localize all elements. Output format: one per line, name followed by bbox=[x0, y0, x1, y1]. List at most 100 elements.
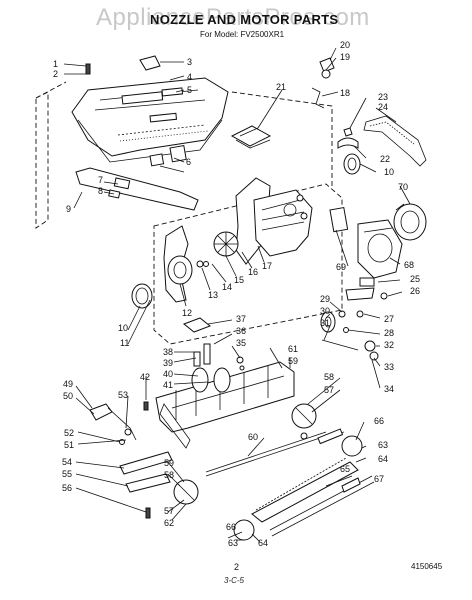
callout-67: 67 bbox=[374, 474, 384, 484]
callout-57b: 57 bbox=[164, 506, 174, 516]
brushroll-end-parts bbox=[317, 428, 361, 493]
handwritten-note: 3-C-5 bbox=[224, 576, 245, 585]
callout-61: 61 bbox=[288, 344, 298, 354]
base-assembly bbox=[155, 361, 295, 449]
callout-40: 40 bbox=[163, 369, 173, 379]
callout-12: 12 bbox=[182, 308, 192, 318]
callout-17: 17 bbox=[262, 261, 272, 271]
axle-60 bbox=[205, 431, 327, 477]
motor-small-parts bbox=[196, 206, 349, 268]
switch-parts-18-20 bbox=[311, 57, 335, 109]
callout-20: 20 bbox=[340, 40, 350, 50]
belt-ring-10 bbox=[131, 283, 153, 309]
callout-60: 60 bbox=[248, 432, 258, 442]
callout-32: 32 bbox=[384, 340, 394, 350]
hood-window-parts bbox=[149, 144, 187, 167]
brushroll-drive-parts bbox=[320, 310, 379, 361]
rear-housing-68 bbox=[357, 219, 403, 279]
fan-blade bbox=[213, 231, 239, 257]
callout-52: 52 bbox=[64, 428, 74, 438]
callout-38: 38 bbox=[163, 347, 173, 357]
callout-18: 18 bbox=[340, 88, 350, 98]
callout-34: 34 bbox=[384, 384, 394, 394]
height-adjust-parts bbox=[345, 277, 388, 301]
callout-53: 53 bbox=[118, 390, 128, 400]
motor-housing-outline bbox=[153, 183, 343, 345]
callout-30: 30 bbox=[320, 306, 330, 316]
callout-35: 35 bbox=[236, 338, 246, 348]
callout-64a: 64 bbox=[378, 454, 388, 464]
callout-66a: 66 bbox=[374, 416, 384, 426]
nozzle-hood-assembly bbox=[71, 55, 229, 163]
callout-13: 13 bbox=[208, 290, 218, 300]
callout-51: 51 bbox=[64, 440, 74, 450]
callout-50: 50 bbox=[63, 391, 73, 401]
callout-59a: 59 bbox=[164, 458, 174, 468]
callout-59b: 59 bbox=[288, 356, 298, 366]
filter-21 bbox=[230, 125, 272, 149]
callout-31: 31 bbox=[320, 318, 330, 328]
callout-28: 28 bbox=[384, 328, 394, 338]
callout-36: 36 bbox=[236, 326, 246, 336]
handle-lock-parts-37-41 bbox=[183, 317, 245, 393]
callout-57a: 57 bbox=[324, 385, 334, 395]
callout-10a: 10 bbox=[384, 167, 394, 177]
leader-lines bbox=[63, 47, 411, 543]
callout-4: 4 bbox=[187, 72, 192, 82]
callout-9: 9 bbox=[66, 204, 71, 214]
callout-33: 33 bbox=[384, 362, 394, 372]
page-title: NOZZLE AND MOTOR PARTS bbox=[150, 12, 339, 27]
callout-63b: 63 bbox=[228, 538, 238, 548]
callout-66b: 66 bbox=[226, 522, 236, 532]
bumper-strip bbox=[75, 167, 199, 211]
callout-16: 16 bbox=[248, 267, 258, 277]
watermark: AppliancePartsPros.com bbox=[96, 4, 370, 31]
callout-63a: 63 bbox=[378, 440, 388, 450]
left-side-parts-49-56 bbox=[89, 401, 173, 519]
fan-housing bbox=[167, 255, 193, 285]
belt-22-24 bbox=[337, 115, 427, 175]
callout-5: 5 bbox=[187, 85, 192, 95]
callout-11: 11 bbox=[120, 338, 129, 348]
callout-21: 21 bbox=[276, 82, 286, 92]
callout-15: 15 bbox=[234, 275, 244, 285]
callout-39: 39 bbox=[163, 358, 173, 368]
callout-56: 56 bbox=[62, 483, 72, 493]
callout-22: 22 bbox=[380, 154, 390, 164]
document-number: 4150645 bbox=[411, 562, 443, 571]
page-number: 2 bbox=[234, 562, 240, 572]
callout-26: 26 bbox=[410, 286, 420, 296]
callout-3: 3 bbox=[187, 57, 192, 67]
callout-58a: 58 bbox=[324, 372, 334, 382]
callout-2: 2 bbox=[53, 69, 58, 79]
callout-37: 37 bbox=[236, 314, 246, 324]
model-subtitle: For Model: FV2500XR1 bbox=[200, 30, 285, 39]
callout-19: 19 bbox=[340, 52, 350, 62]
callout-55: 55 bbox=[62, 469, 72, 479]
callout-10b: 10 bbox=[118, 323, 128, 333]
callout-8: 8 bbox=[98, 186, 103, 196]
callout-7: 7 bbox=[98, 175, 103, 185]
callout-68: 68 bbox=[404, 260, 414, 270]
callout-14: 14 bbox=[222, 282, 232, 292]
callout-54: 54 bbox=[62, 457, 72, 467]
callout-49: 49 bbox=[63, 379, 73, 389]
callout-27: 27 bbox=[384, 314, 394, 324]
callout-numbers: 1 2 3 4 5 6 7 8 9 10 10 11 12 13 14 15 1… bbox=[53, 40, 420, 548]
callout-41: 41 bbox=[163, 380, 173, 390]
callout-1: 1 bbox=[53, 59, 58, 69]
callout-58b: 58 bbox=[164, 470, 174, 480]
callout-70: 70 bbox=[398, 182, 408, 192]
callout-6: 6 bbox=[186, 157, 191, 167]
callout-65: 65 bbox=[340, 464, 350, 474]
motor-assembly bbox=[163, 177, 313, 303]
callout-24: 24 bbox=[378, 102, 388, 112]
callout-29: 29 bbox=[320, 294, 330, 304]
callout-23: 23 bbox=[378, 92, 388, 102]
callout-42: 42 bbox=[140, 372, 150, 382]
bearing-70 bbox=[393, 203, 427, 241]
callout-62: 62 bbox=[164, 518, 174, 528]
callout-64b: 64 bbox=[258, 538, 268, 548]
